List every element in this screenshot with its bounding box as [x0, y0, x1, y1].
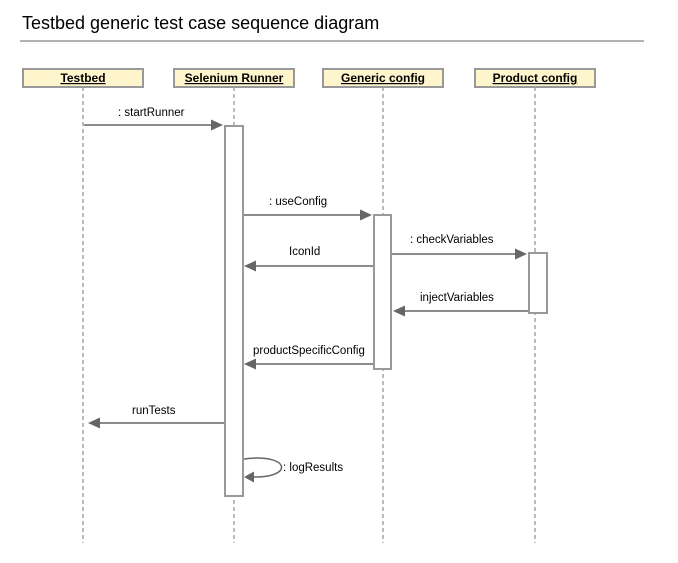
activation-product-config — [528, 252, 548, 314]
arrowhead — [244, 471, 254, 483]
activation-selenium-runner — [224, 125, 244, 497]
actor-label-generic-config: Generic config — [341, 71, 425, 85]
activation-generic-config — [373, 214, 392, 370]
label-use-config: : useConfig — [269, 196, 327, 208]
arrowhead — [515, 248, 527, 260]
label-start-runner: : startRunner — [118, 107, 185, 119]
message-product-specific-config: productSpecificConfig — [244, 345, 373, 370]
message-log-results: : logResults — [243, 457, 343, 483]
actor-label-testbed: Testbed — [60, 71, 105, 85]
message-inject-variables: injectVariables — [393, 292, 528, 317]
actor-product-config: Product config — [474, 68, 596, 88]
label-icon-id: IconId — [289, 246, 320, 258]
arrowhead — [211, 119, 223, 131]
lifelines — [82, 87, 536, 543]
label-inject-variables: injectVariables — [420, 292, 494, 304]
actor-label-product-config: Product config — [493, 71, 578, 85]
actor-generic-config: Generic config — [322, 68, 444, 88]
arrowhead — [360, 209, 372, 221]
message-use-config: : useConfig — [244, 196, 372, 221]
arrowhead — [88, 417, 100, 429]
message-start-runner: : startRunner — [84, 107, 223, 131]
message-check-variables: : checkVariables — [392, 234, 527, 260]
actor-selenium-runner: Selenium Runner — [173, 68, 295, 88]
arrowhead — [244, 358, 256, 370]
message-icon-id: IconId — [244, 246, 373, 272]
message-run-tests: runTests — [88, 405, 224, 429]
diagram-title: Testbed generic test case sequence diagr… — [22, 13, 379, 33]
actor-testbed: Testbed — [22, 68, 144, 88]
actor-label-selenium-runner: Selenium Runner — [185, 71, 284, 85]
label-run-tests: runTests — [132, 405, 176, 417]
label-product-specific-config: productSpecificConfig — [253, 345, 365, 357]
arrowhead — [393, 305, 405, 317]
arrowhead — [244, 260, 256, 272]
label-log-results: : logResults — [283, 462, 343, 474]
label-check-variables: : checkVariables — [410, 234, 494, 246]
